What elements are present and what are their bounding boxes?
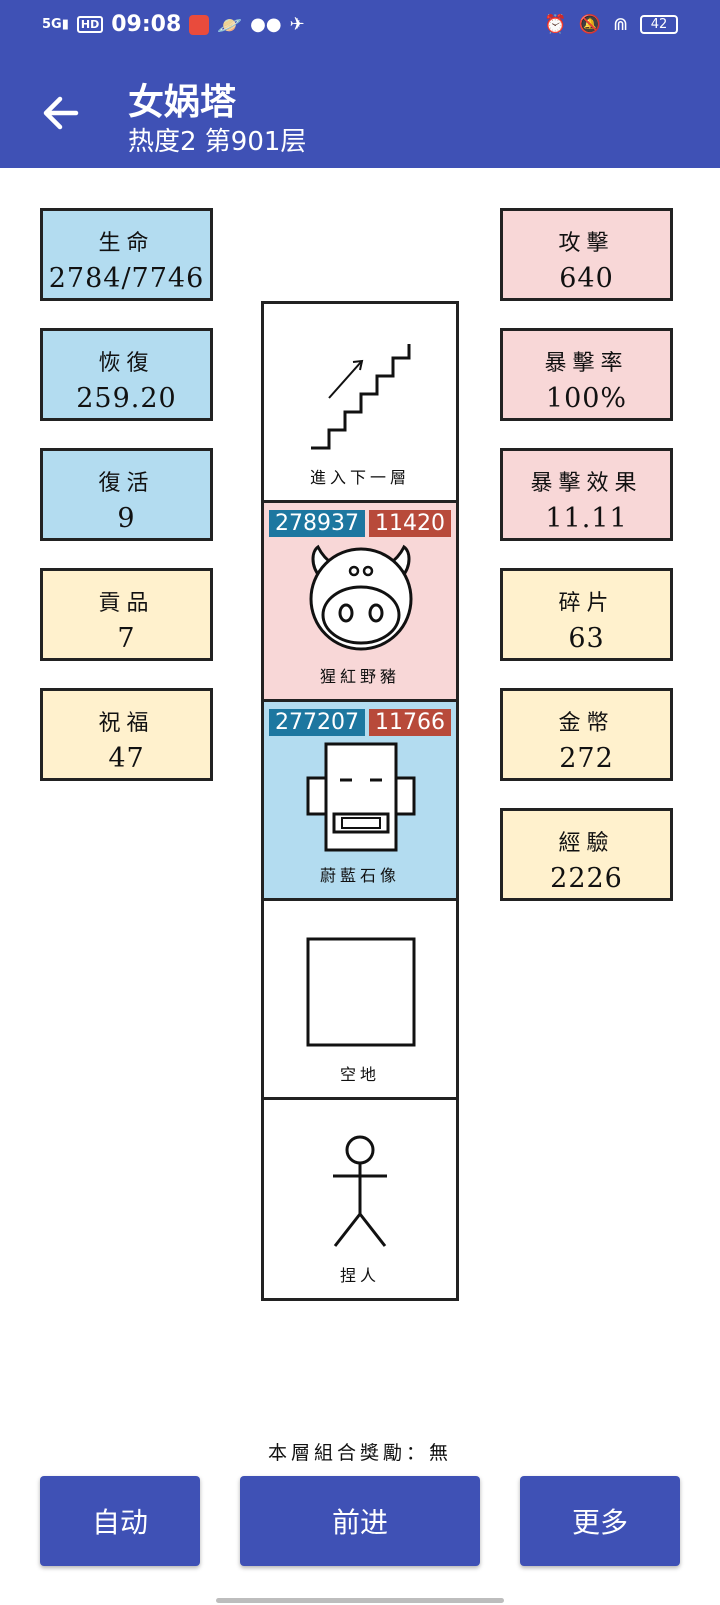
cell-name: 空地	[339, 1065, 380, 1084]
more-button[interactable]: 更多	[520, 1476, 680, 1566]
wifi-icon: ⋒	[612, 14, 628, 35]
hd-icon: HD	[76, 16, 104, 33]
signal-icon: 5G▮	[42, 16, 69, 32]
stat-card-crit-effect: 暴擊效果 11.11	[500, 448, 673, 541]
alarm-icon: ⏰	[544, 14, 567, 35]
stat-card-gold: 金幣 272	[500, 688, 673, 781]
stat-label: 暴擊率	[544, 351, 629, 376]
tower-cell-enemy-pig[interactable]: 278937 11420 猩紅野豬	[264, 503, 456, 702]
stat-value: 9	[117, 503, 136, 534]
gesture-nav-bar[interactable]	[216, 1598, 504, 1603]
stat-card-blessing: 祝福 47	[40, 688, 213, 781]
stat-label: 復活	[98, 471, 155, 496]
stat-card-crit-rate: 暴擊率 100%	[500, 328, 673, 421]
stat-label: 經驗	[558, 831, 615, 856]
stat-value: 2226	[550, 863, 623, 894]
stat-card-experience: 經驗 2226	[500, 808, 673, 901]
stat-card-tribute: 貢品 7	[40, 568, 213, 661]
empty-square-icon	[306, 937, 416, 1047]
stat-label: 祝福	[98, 711, 155, 736]
stat-value: 259.20	[76, 383, 177, 414]
tower-cell-stairs[interactable]: 進入下一層	[264, 304, 456, 503]
stairs-icon	[311, 344, 411, 450]
clock: 09:08	[111, 12, 182, 37]
auto-button[interactable]: 自动	[40, 1476, 200, 1566]
stat-value: 272	[559, 743, 614, 774]
pig-icon	[309, 544, 413, 651]
battery-icon: 42	[640, 15, 678, 34]
stat-card-attack: 攻擊 640	[500, 208, 673, 301]
tower-cell-empty[interactable]: 空地	[264, 901, 456, 1100]
stick-figure-icon	[333, 1135, 387, 1247]
enemy-hp-badge: 277207	[269, 709, 365, 736]
stat-label: 碎片	[558, 591, 615, 616]
stat-card-life: 生命 2784/7746	[40, 208, 213, 301]
stat-card-fragments: 碎片 63	[500, 568, 673, 661]
status-right: ⏰ 🔕 ⋒ 42	[544, 14, 678, 35]
stat-value: 11.11	[545, 503, 628, 534]
stat-value: 2784/7746	[48, 263, 205, 294]
stat-value: 7	[117, 623, 136, 654]
wechat-icon: ●●	[250, 14, 282, 35]
tower-cell-enemy-statue[interactable]: 277207 11766 蔚藍石像	[264, 702, 456, 901]
forward-button[interactable]: 前进	[240, 1476, 480, 1566]
stat-card-revive: 復活 9	[40, 448, 213, 541]
cell-name: 進入下一層	[309, 468, 410, 487]
enemy-hp-badge: 278937	[269, 510, 365, 537]
app-icon	[189, 14, 210, 35]
stat-label: 貢品	[98, 591, 155, 616]
stat-label: 恢復	[98, 351, 155, 376]
bird-icon: ✈	[289, 14, 305, 35]
page-subtitle: 热度2 第901层	[128, 127, 307, 157]
stat-label: 生命	[98, 231, 155, 256]
app-bar: 女娲塔 热度2 第901层	[0, 55, 720, 168]
tower-cell-player[interactable]: 捏人	[264, 1100, 456, 1298]
cell-name: 猩紅野豬	[319, 667, 400, 686]
stat-value: 63	[568, 623, 605, 654]
enemy-attack-badge: 11766	[369, 709, 451, 736]
cell-name: 蔚藍石像	[319, 866, 400, 885]
stat-card-recovery: 恢復 259.20	[40, 328, 213, 421]
status-left: 5G▮ HD 09:08 🪐 ●● ✈	[42, 12, 305, 37]
stat-label: 暴擊效果	[530, 471, 643, 496]
floor-reward-text: 本層組合獎勵：無	[267, 1442, 452, 1464]
stat-value: 640	[559, 263, 614, 294]
page-title: 女娲塔	[128, 82, 237, 123]
stat-value: 100%	[545, 383, 628, 414]
tower-column: 進入下一層 278937 11420 猩紅野豬 277207 11766	[261, 301, 459, 1301]
arrow-left-icon[interactable]	[38, 93, 82, 133]
planet-icon: 🪐	[217, 12, 243, 37]
status-bar: 5G▮ HD 09:08 🪐 ●● ✈ ⏰ 🔕 ⋒ 42	[0, 0, 720, 55]
enemy-attack-badge: 11420	[369, 510, 451, 537]
stat-label: 攻擊	[558, 231, 615, 256]
cell-name: 捏人	[339, 1266, 380, 1285]
stone-statue-icon	[306, 742, 416, 852]
mute-icon: 🔕	[578, 14, 601, 35]
stat-label: 金幣	[558, 711, 615, 736]
stat-value: 47	[108, 743, 145, 774]
